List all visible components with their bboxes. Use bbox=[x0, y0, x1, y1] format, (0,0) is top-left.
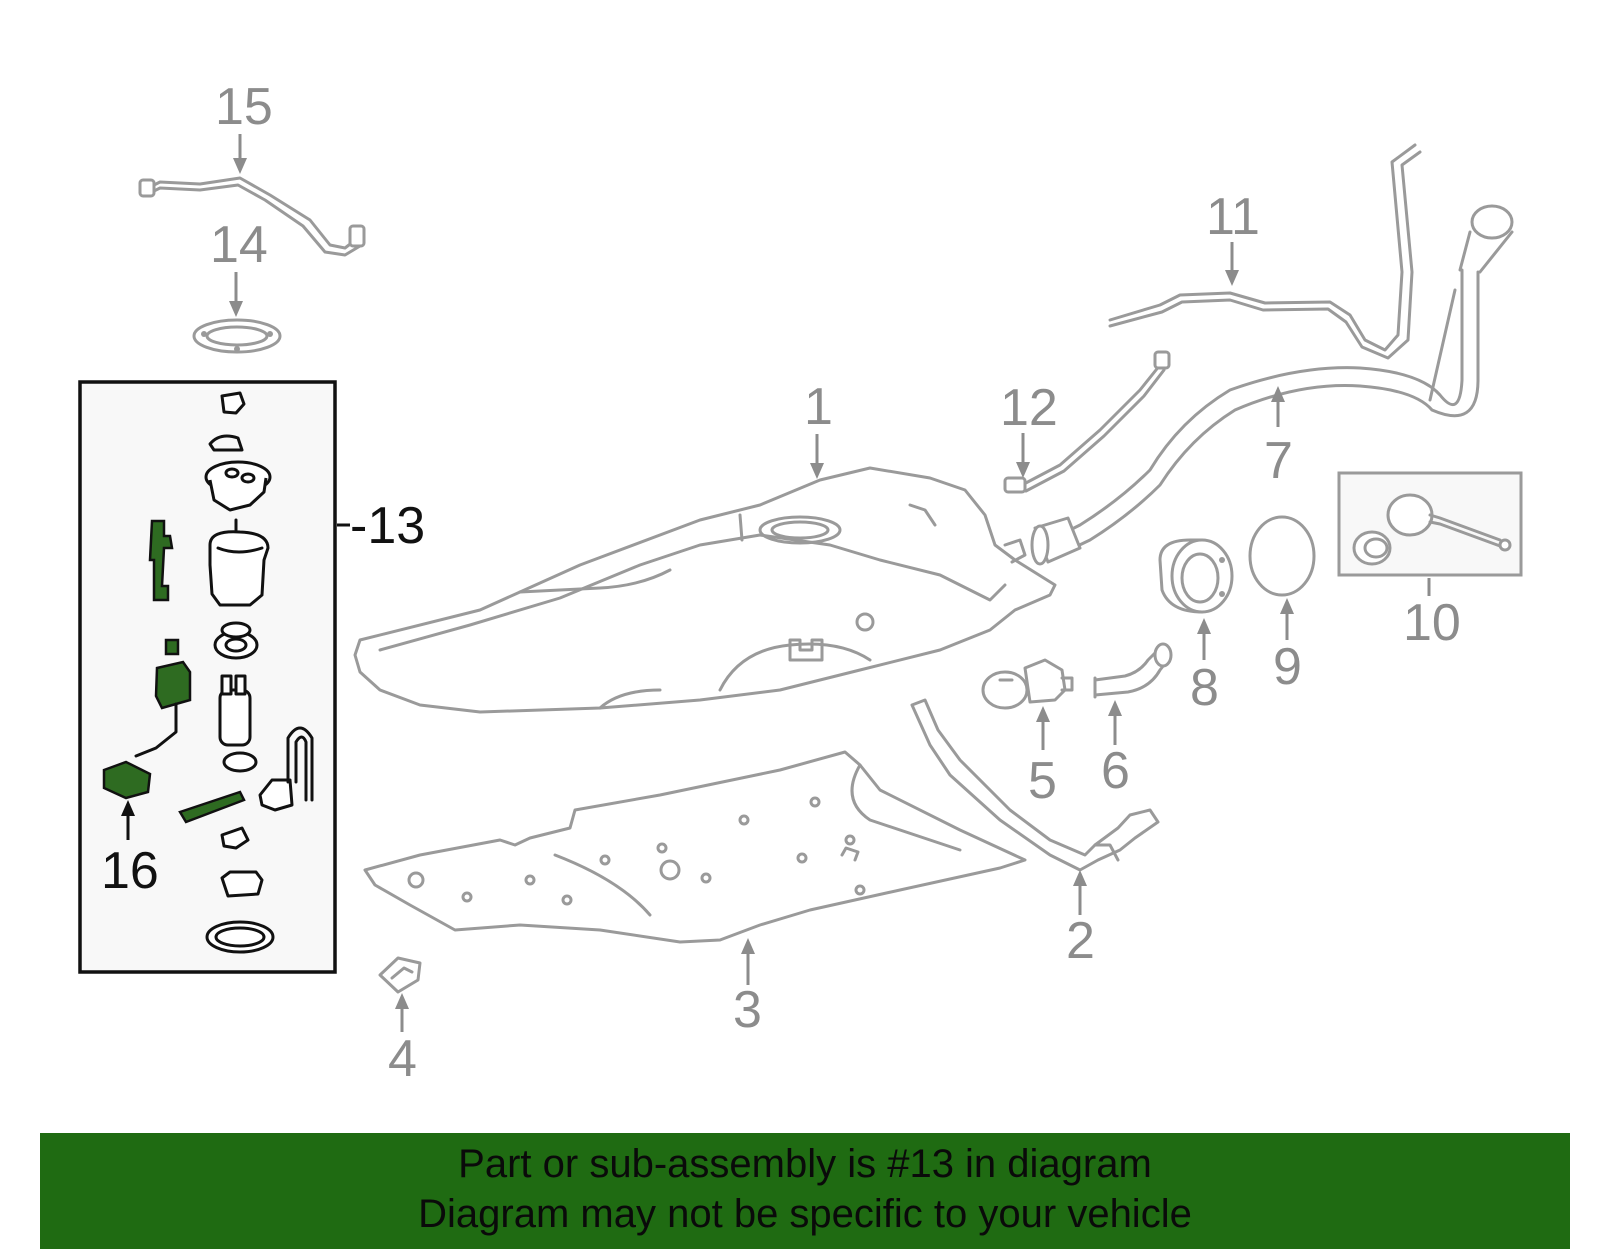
arrow-9 bbox=[1280, 598, 1294, 640]
part-15-fuel-line bbox=[138, 176, 366, 257]
banner-line-2: Diagram may not be specific to your vehi… bbox=[418, 1192, 1192, 1236]
arrow-8 bbox=[1197, 618, 1211, 660]
arrow-11 bbox=[1225, 242, 1239, 286]
arrow-12 bbox=[1016, 433, 1030, 478]
callout-7: 7 bbox=[1264, 432, 1293, 490]
part-4-clip bbox=[378, 956, 422, 994]
part-2-bracket bbox=[910, 698, 1160, 872]
arrow-14 bbox=[229, 272, 243, 317]
part-11-breather-line bbox=[1108, 143, 1422, 360]
callout-2: 2 bbox=[1066, 912, 1095, 970]
callout-9: 9 bbox=[1273, 638, 1302, 696]
part-14-gasket bbox=[192, 318, 282, 354]
part-1-fuel-tank bbox=[353, 466, 1057, 714]
part-8-housing bbox=[1158, 538, 1234, 614]
part-13-fuel-pump-assembly bbox=[78, 380, 337, 974]
arrow-16 bbox=[121, 800, 135, 840]
callout-12: 12 bbox=[1000, 379, 1058, 437]
arrow-15 bbox=[233, 134, 247, 174]
callout-13: -13 bbox=[350, 497, 425, 555]
arrow-3 bbox=[741, 938, 755, 985]
part-12-sensor bbox=[1003, 350, 1171, 494]
callout-4: 4 bbox=[388, 1030, 417, 1088]
part-6-hose bbox=[1093, 642, 1173, 699]
part-5-valve bbox=[981, 658, 1074, 710]
arrow-4 bbox=[395, 993, 409, 1032]
callout-3: 3 bbox=[733, 981, 762, 1039]
arrow-7 bbox=[1271, 386, 1285, 427]
arrow-6 bbox=[1108, 700, 1122, 745]
callout-5: 5 bbox=[1028, 752, 1057, 810]
callout-1: 1 bbox=[804, 378, 833, 436]
notice-banner: Part or sub-assembly is #13 in diagram D… bbox=[40, 1133, 1570, 1249]
callout-16: 16 bbox=[101, 842, 159, 900]
arrow-5 bbox=[1036, 706, 1050, 750]
callout-11: 11 bbox=[1206, 188, 1260, 246]
arrow-2 bbox=[1073, 870, 1087, 915]
callout-8: 8 bbox=[1190, 659, 1219, 717]
part-7-filler-pipe bbox=[1030, 204, 1514, 566]
callout-15: 15 bbox=[215, 78, 273, 136]
arrow-1 bbox=[810, 434, 824, 479]
part-3-protector bbox=[363, 750, 1027, 944]
callout-14: 14 bbox=[210, 216, 268, 274]
callout-6: 6 bbox=[1101, 742, 1130, 800]
part-9-seal bbox=[1248, 515, 1316, 597]
callout-10: 10 bbox=[1403, 594, 1461, 652]
part-10-fuel-cap bbox=[1337, 471, 1523, 577]
banner-line-1: Part or sub-assembly is #13 in diagram bbox=[458, 1142, 1152, 1186]
